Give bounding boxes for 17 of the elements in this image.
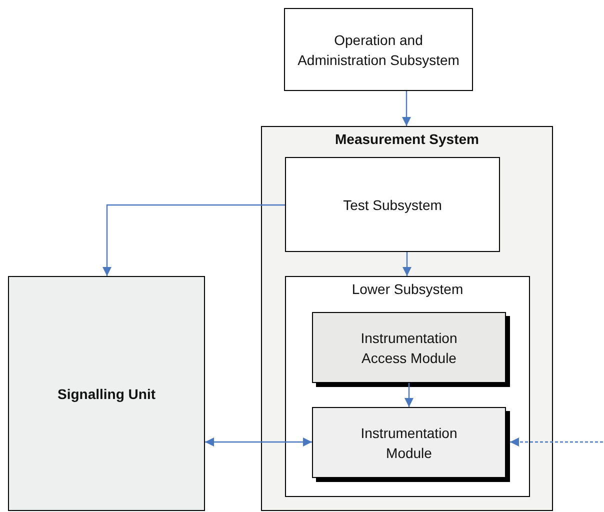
box-label: Test Subsystem <box>342 196 443 214</box>
arrow <box>402 252 412 276</box>
process-box <box>8 276 205 511</box>
group-heading: Lower Subsystem <box>350 280 464 299</box>
process-box <box>284 8 473 91</box>
box-label: Operation and Administration Subsystem <box>296 30 460 70</box>
group-heading: Measurement System <box>334 130 480 149</box>
box-label: Signalling Unit <box>56 384 156 404</box>
arrow <box>205 438 312 446</box>
arrow <box>102 204 285 276</box>
container-box <box>261 126 553 511</box>
box-label: Instrumentation Access Module <box>360 328 458 368</box>
container-box <box>285 276 530 497</box>
box-label: Instrumentation Module <box>360 424 458 462</box>
arrow <box>402 91 411 126</box>
process-box <box>285 157 500 252</box>
arrow <box>404 383 414 407</box>
